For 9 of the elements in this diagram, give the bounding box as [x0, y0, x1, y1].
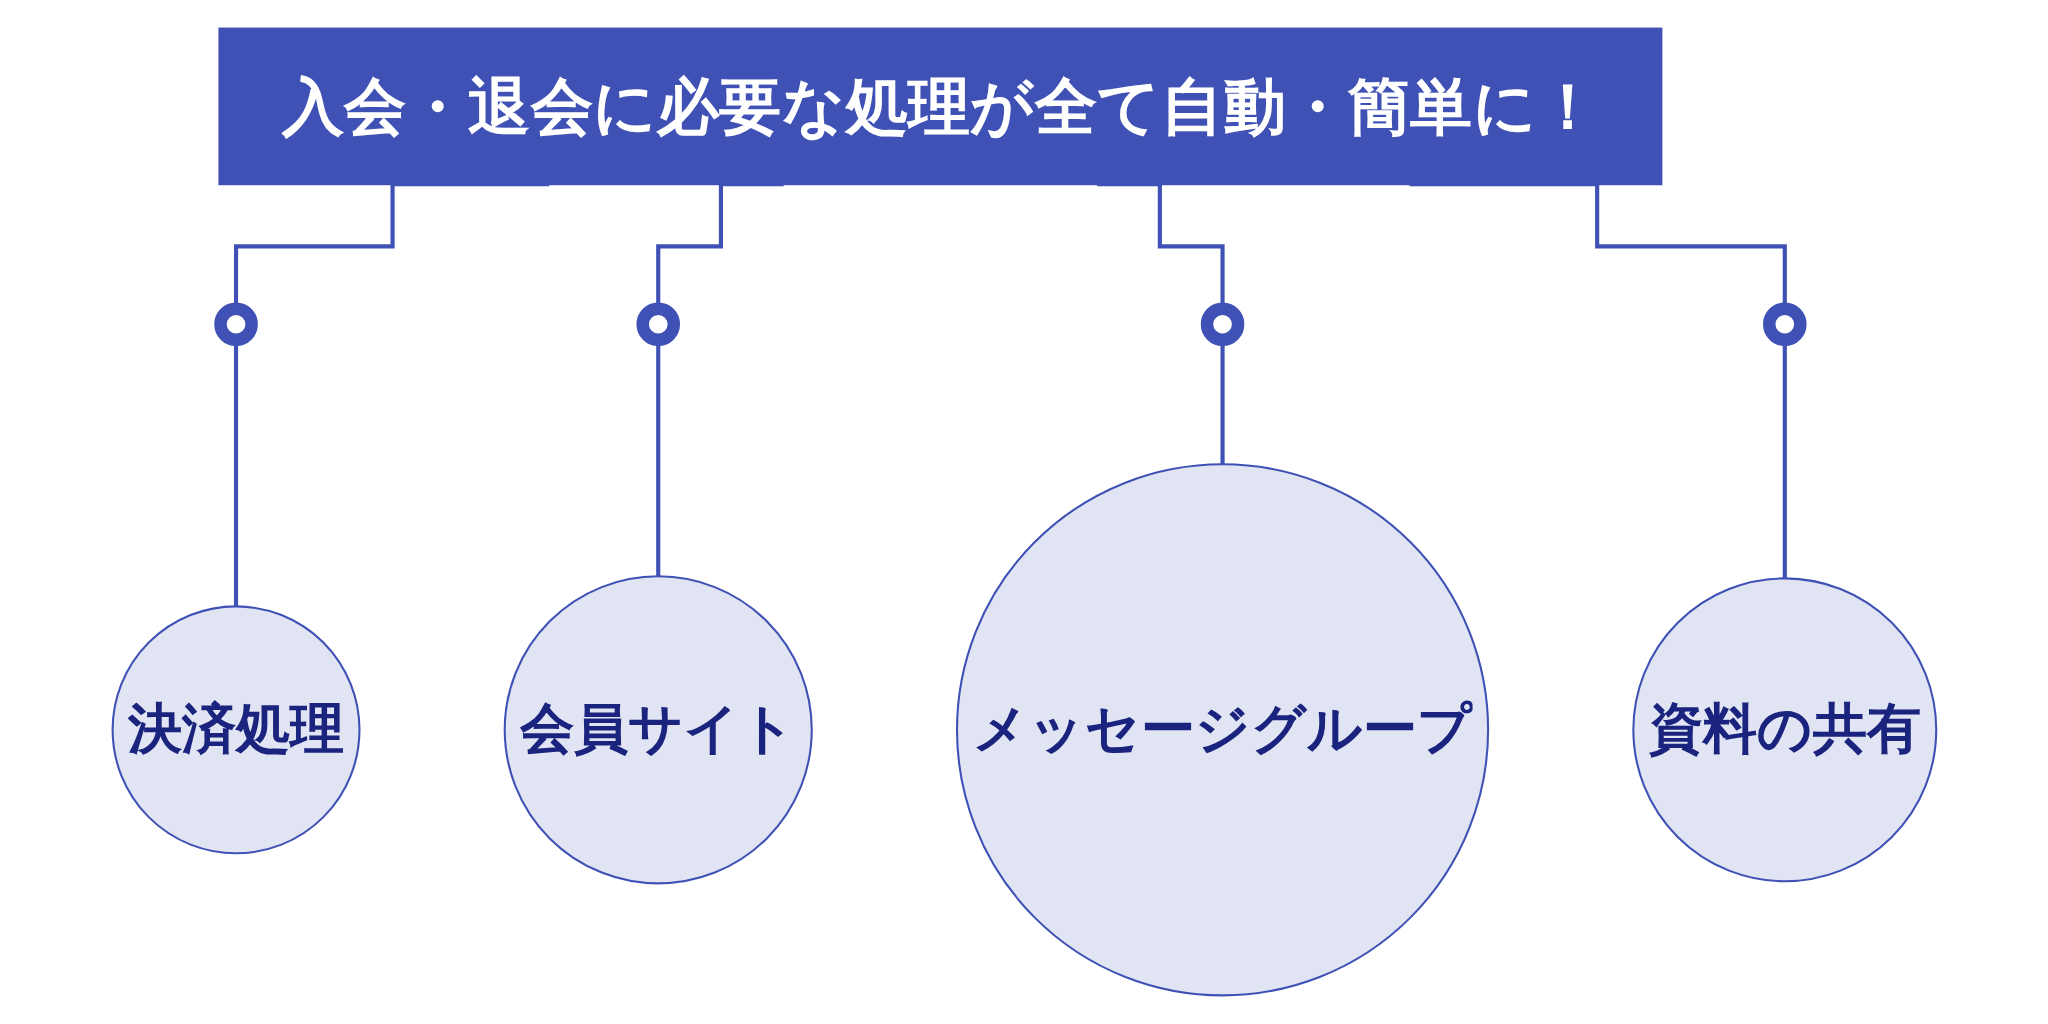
node-circle — [1200, 302, 1244, 347]
node-circle: 資料の共有 — [1631, 577, 1937, 883]
node-circle — [636, 302, 680, 347]
node-circle: 決済処理 — [111, 605, 361, 855]
node-circle — [213, 302, 258, 347]
node-circle: 会員サイト — [503, 575, 813, 885]
node-circle — [1762, 302, 1807, 347]
node-box: 入会・退会に必要な処理が全て自動・簡単に！ — [218, 27, 1662, 186]
node-circle: メッセージグループ — [955, 463, 1489, 997]
